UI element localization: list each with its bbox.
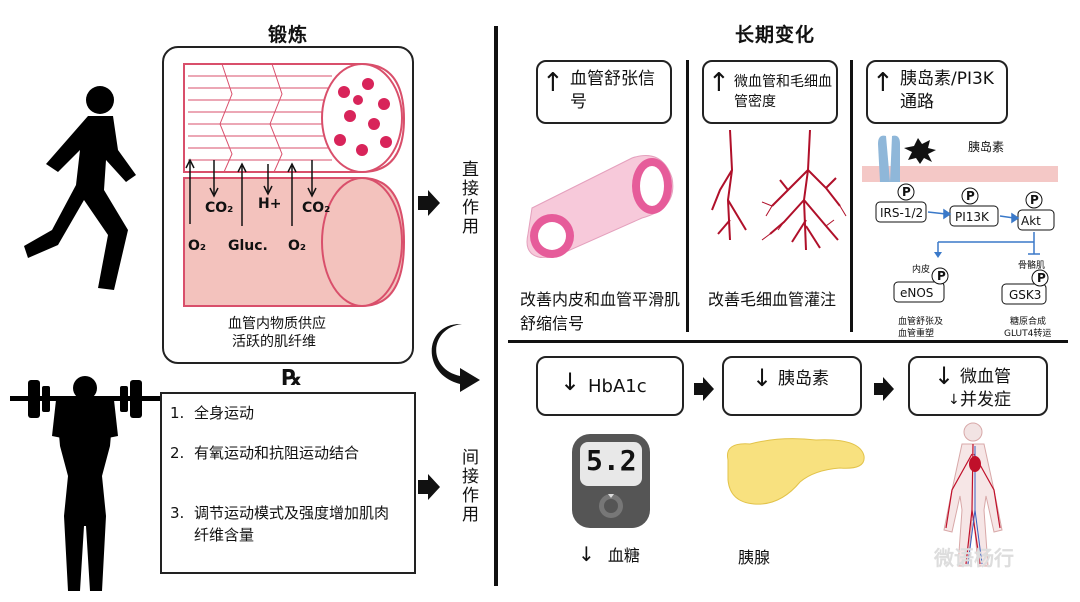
watermark-text: 微语杨行	[934, 546, 1014, 570]
capillary-illustration	[711, 130, 847, 251]
o2-right-label: O₂	[288, 238, 307, 254]
indirect-arrow	[418, 474, 440, 500]
direct-arrow	[418, 190, 440, 216]
rx-item-1-text: 全身运动	[194, 404, 255, 422]
hba1c-to-insulin-arrow	[694, 377, 714, 401]
glucometer-reading: 5.2	[586, 444, 637, 477]
top-divider-1	[686, 60, 689, 332]
curved-arrow	[431, 323, 480, 392]
insulin-pathway-box	[866, 60, 1008, 124]
horizontal-divider	[508, 340, 1068, 343]
rx-item-2-num: 2.	[170, 444, 185, 462]
rx-item-1-num: 1.	[170, 404, 185, 422]
h-plus-label: H+	[258, 196, 282, 212]
blood-glucose-caption: ↓ 血糖	[578, 542, 640, 568]
blood-glucose-arrow: ↓	[578, 542, 595, 566]
direct-effect-label: 直接作用	[458, 160, 478, 236]
p-label-2: P	[966, 189, 975, 203]
p-label-4: P	[937, 269, 946, 283]
vascular-body-icon	[943, 422, 1003, 567]
vasodilation-arrow: ↑	[542, 68, 564, 98]
vasodilation-box	[536, 60, 672, 124]
rx-item-3: 3. 调节运动模式及强度增加肌肉纤维含量	[170, 502, 402, 546]
insulin-to-complication-arrow	[874, 377, 894, 401]
insulin-pathway-diagram	[862, 135, 1058, 305]
irs-label: IRS-1/2	[880, 206, 924, 220]
rx-item-2: 2. 有氧运动和抗阻运动结合	[170, 442, 410, 464]
insulin-level-text: 胰岛素	[778, 369, 829, 389]
muscle-fiber-illustration	[183, 63, 406, 307]
rx-item-1: 1. 全身运动	[170, 402, 410, 424]
rx-item-2-text: 有氧运动和抗阻运动结合	[194, 444, 360, 462]
long-term-title: 长期变化	[735, 24, 816, 46]
insulin-level-arrow: ↓	[752, 364, 773, 392]
muscle-caption-line2: 活跃的肌纤维	[232, 334, 316, 350]
o2-left-label: O₂	[188, 238, 207, 254]
microvascular-inner-arrow: ↓	[948, 392, 960, 408]
vasodilation-text: 血管舒张信号	[570, 69, 655, 112]
hba1c-text: HbA1c	[588, 376, 647, 397]
prescription-box	[160, 392, 416, 574]
hba1c-arrow: ↓	[560, 368, 581, 396]
pi3k-label: PI13K	[955, 210, 989, 224]
weightlifter-silhouette	[10, 376, 160, 591]
gsk3-note-1: 糖原合成	[1010, 317, 1047, 327]
capillary-density-arrow: ↑	[708, 68, 730, 98]
gsk3-note-2: GLUT4转运	[1004, 329, 1052, 339]
muscle-caption-line1: 血管内物质供应	[228, 316, 326, 332]
insulin-pathway-arrow: ↑	[872, 68, 894, 98]
rx-symbol: ℞	[282, 366, 302, 391]
co2-left-label: CO₂	[205, 200, 234, 216]
microvascular-arrow: ↓	[934, 362, 955, 390]
rx-item-3-text: 调节运动模式及强度增加肌肉纤维含量	[194, 504, 390, 544]
pancreas-caption: 胰腺	[738, 548, 771, 567]
enos-label: eNOS	[900, 286, 934, 300]
insulin-label: 胰岛素	[968, 140, 1005, 154]
p-label-1: P	[902, 185, 911, 199]
top-divider-2	[850, 60, 853, 332]
rx-item-3-num: 3.	[170, 504, 185, 522]
p-label-5: P	[1037, 271, 1046, 285]
exercise-title: 锻炼	[268, 24, 309, 46]
gsk3-label: GSK3	[1009, 288, 1042, 302]
p-label-3: P	[1030, 193, 1039, 207]
enos-note-2: 血管重塑	[898, 329, 935, 339]
capillary-caption: 改善毛细血管灌注	[708, 290, 837, 309]
enos-note-1: 血管舒张及	[898, 317, 944, 327]
capillary-density-box	[702, 60, 838, 124]
endothelium-label: 内皮	[912, 265, 931, 275]
insulin-pathway-text: 胰岛素/PI3K通路	[900, 69, 994, 112]
skeletal-muscle-label: 骨骼肌	[1018, 261, 1046, 271]
glucometer-icon	[572, 434, 650, 528]
microvascular-text: 微血管并发症	[960, 367, 1011, 410]
runner-silhouette	[24, 86, 136, 290]
hba1c-box	[536, 356, 684, 416]
capillary-density-text: 微血管和毛细血管密度	[734, 74, 832, 110]
indirect-effect-label: 间接作用	[458, 448, 478, 524]
endothelium-caption: 改善内皮和血管平滑肌舒缩信号	[520, 290, 681, 333]
glucose-label: Gluc.	[228, 238, 268, 254]
blood-glucose-text: 血糖	[607, 546, 640, 565]
akt-label: Akt	[1021, 214, 1041, 228]
blood-vessel-illustration	[526, 155, 674, 258]
pancreas-icon	[726, 438, 865, 505]
co2-right-label: CO₂	[302, 200, 331, 216]
main-divider	[494, 26, 498, 586]
microvascular-box	[908, 356, 1048, 416]
insulin-level-box	[722, 356, 862, 416]
